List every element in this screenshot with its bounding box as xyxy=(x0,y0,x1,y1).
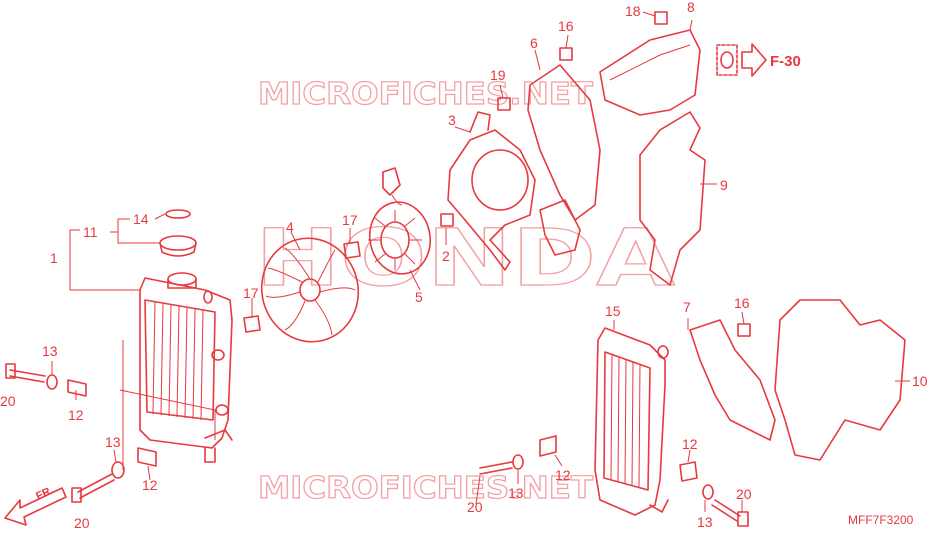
fasteners xyxy=(5,11,751,527)
callout-12c: 12 xyxy=(555,467,571,483)
callout-20b: 20 xyxy=(74,515,90,531)
callout-20d: 20 xyxy=(736,486,752,502)
site-watermark-top: MICROFICHES.NET xyxy=(258,77,594,112)
site-watermark-bottom: MICROFICHES.NET xyxy=(258,471,594,506)
callout-6: 6 xyxy=(530,35,538,51)
callout-4: 4 xyxy=(286,219,294,235)
fan-motor xyxy=(368,167,431,275)
leader-lines xyxy=(51,11,910,512)
callout-20a: 20 xyxy=(0,393,16,409)
callout-8: 8 xyxy=(687,0,695,15)
callout-12b: 12 xyxy=(142,477,158,493)
shroud-cover-6 xyxy=(527,64,601,256)
callout-20c: 20 xyxy=(467,499,483,515)
callout-13b: 13 xyxy=(105,434,121,450)
honda-watermark: HONDA xyxy=(255,214,675,304)
callout-5: 5 xyxy=(415,289,423,305)
callout-7: 7 xyxy=(683,299,691,315)
callout-9: 9 xyxy=(720,177,728,193)
shroud-8 xyxy=(599,29,701,116)
right-radiator xyxy=(594,327,669,516)
callout-13a: 13 xyxy=(42,343,58,359)
front-label: FR. xyxy=(34,484,55,502)
callout-16b: 16 xyxy=(734,295,750,311)
callout-13c: 13 xyxy=(508,485,524,501)
callout-16a: 16 xyxy=(558,18,574,34)
callout-2: 2 xyxy=(442,248,450,264)
callout-12a: 12 xyxy=(68,407,84,423)
fan-shroud xyxy=(447,111,536,271)
panel-9 xyxy=(639,111,706,286)
bracket-7 xyxy=(689,319,776,441)
callout-3: 3 xyxy=(448,112,456,128)
callout-12d: 12 xyxy=(682,436,698,452)
diagram-code: MFF7F3200 xyxy=(848,513,914,527)
callout-14: 14 xyxy=(133,211,149,227)
callout-15: 15 xyxy=(605,303,621,319)
callout-19: 19 xyxy=(490,67,506,83)
reference-label: F-30 xyxy=(770,53,801,70)
callout-10: 10 xyxy=(912,373,928,389)
callout-18: 18 xyxy=(625,3,641,19)
panel-10 xyxy=(774,299,906,461)
callout-17b: 17 xyxy=(243,285,259,301)
left-radiator xyxy=(139,272,233,463)
callout-13d: 13 xyxy=(697,514,713,530)
radiator-cap xyxy=(159,235,197,257)
cap-seal xyxy=(165,209,191,219)
cooling-fan xyxy=(260,237,360,343)
front-direction-arrow: FR. xyxy=(4,484,67,526)
callout-17a: 17 xyxy=(342,212,358,228)
reference-arrow: F-30 xyxy=(716,43,801,77)
callout-11: 11 xyxy=(83,224,98,240)
callout-1: 1 xyxy=(50,250,58,266)
